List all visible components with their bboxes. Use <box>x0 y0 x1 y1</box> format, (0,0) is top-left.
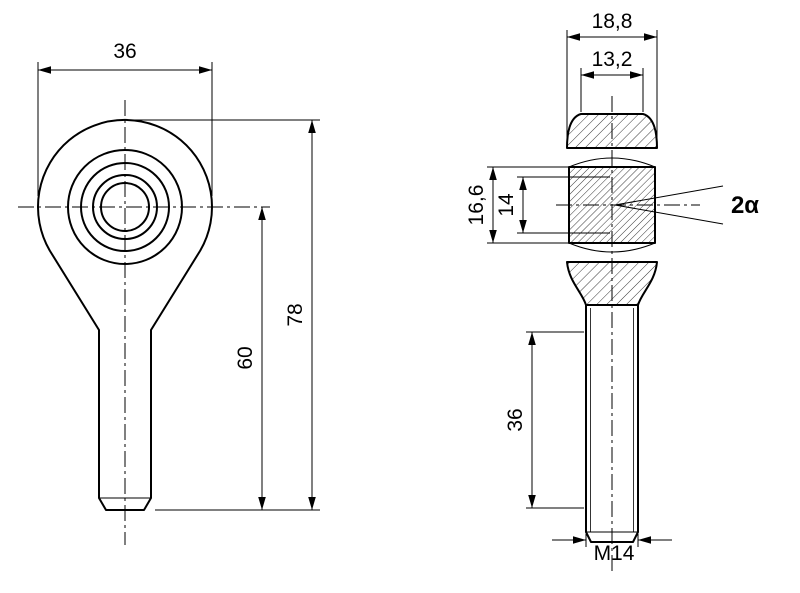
dim-total-length: 78 <box>128 119 320 511</box>
dim-center-to-end: 60 <box>234 207 266 510</box>
dim-center-to-end-label: 60 <box>234 346 257 369</box>
dim-head-diameter: 36 <box>37 40 213 196</box>
dim-angle-label: 2α <box>731 192 759 219</box>
angle-line-lower <box>614 204 724 225</box>
dim-angle: 2α <box>614 185 759 225</box>
dim-outer-width: 18,8 <box>566 10 658 144</box>
head-ring-outer <box>67 149 183 265</box>
dim-bore-height-label: 14 <box>495 193 518 217</box>
dim-total-length-label: 78 <box>284 303 307 326</box>
dim-thread-length: 36 <box>504 331 584 509</box>
bore-circle <box>100 182 150 232</box>
ball-top-arc <box>568 157 656 168</box>
housing-top-section <box>566 113 658 149</box>
dim-bore-height: 14 <box>495 176 610 234</box>
side-view: 18,8 13,2 16,6 14 36 <box>465 10 759 575</box>
angle-line-upper <box>614 185 724 206</box>
front-body-outline <box>37 119 213 511</box>
dim-inner-width: 13,2 <box>580 48 644 112</box>
dim-outer-width-label: 18,8 <box>592 10 633 33</box>
bore-chamfer-circle <box>92 174 158 240</box>
front-view: 36 60 78 <box>18 40 320 545</box>
dim-head-diameter-label: 36 <box>113 40 136 63</box>
ball-section <box>568 166 656 244</box>
dim-head-height-label: 16,6 <box>465 185 488 226</box>
ball-bottom-arc <box>568 242 656 253</box>
ball-outer-circle <box>80 162 170 252</box>
dim-thread-size: M14 <box>552 534 672 565</box>
dim-inner-width-label: 13,2 <box>592 48 633 71</box>
dim-thread-length-label: 36 <box>504 408 527 431</box>
dim-head-height: 16,6 <box>465 166 569 244</box>
dim-thread-size-label: M14 <box>594 542 635 565</box>
housing-bottom-section <box>566 261 658 306</box>
